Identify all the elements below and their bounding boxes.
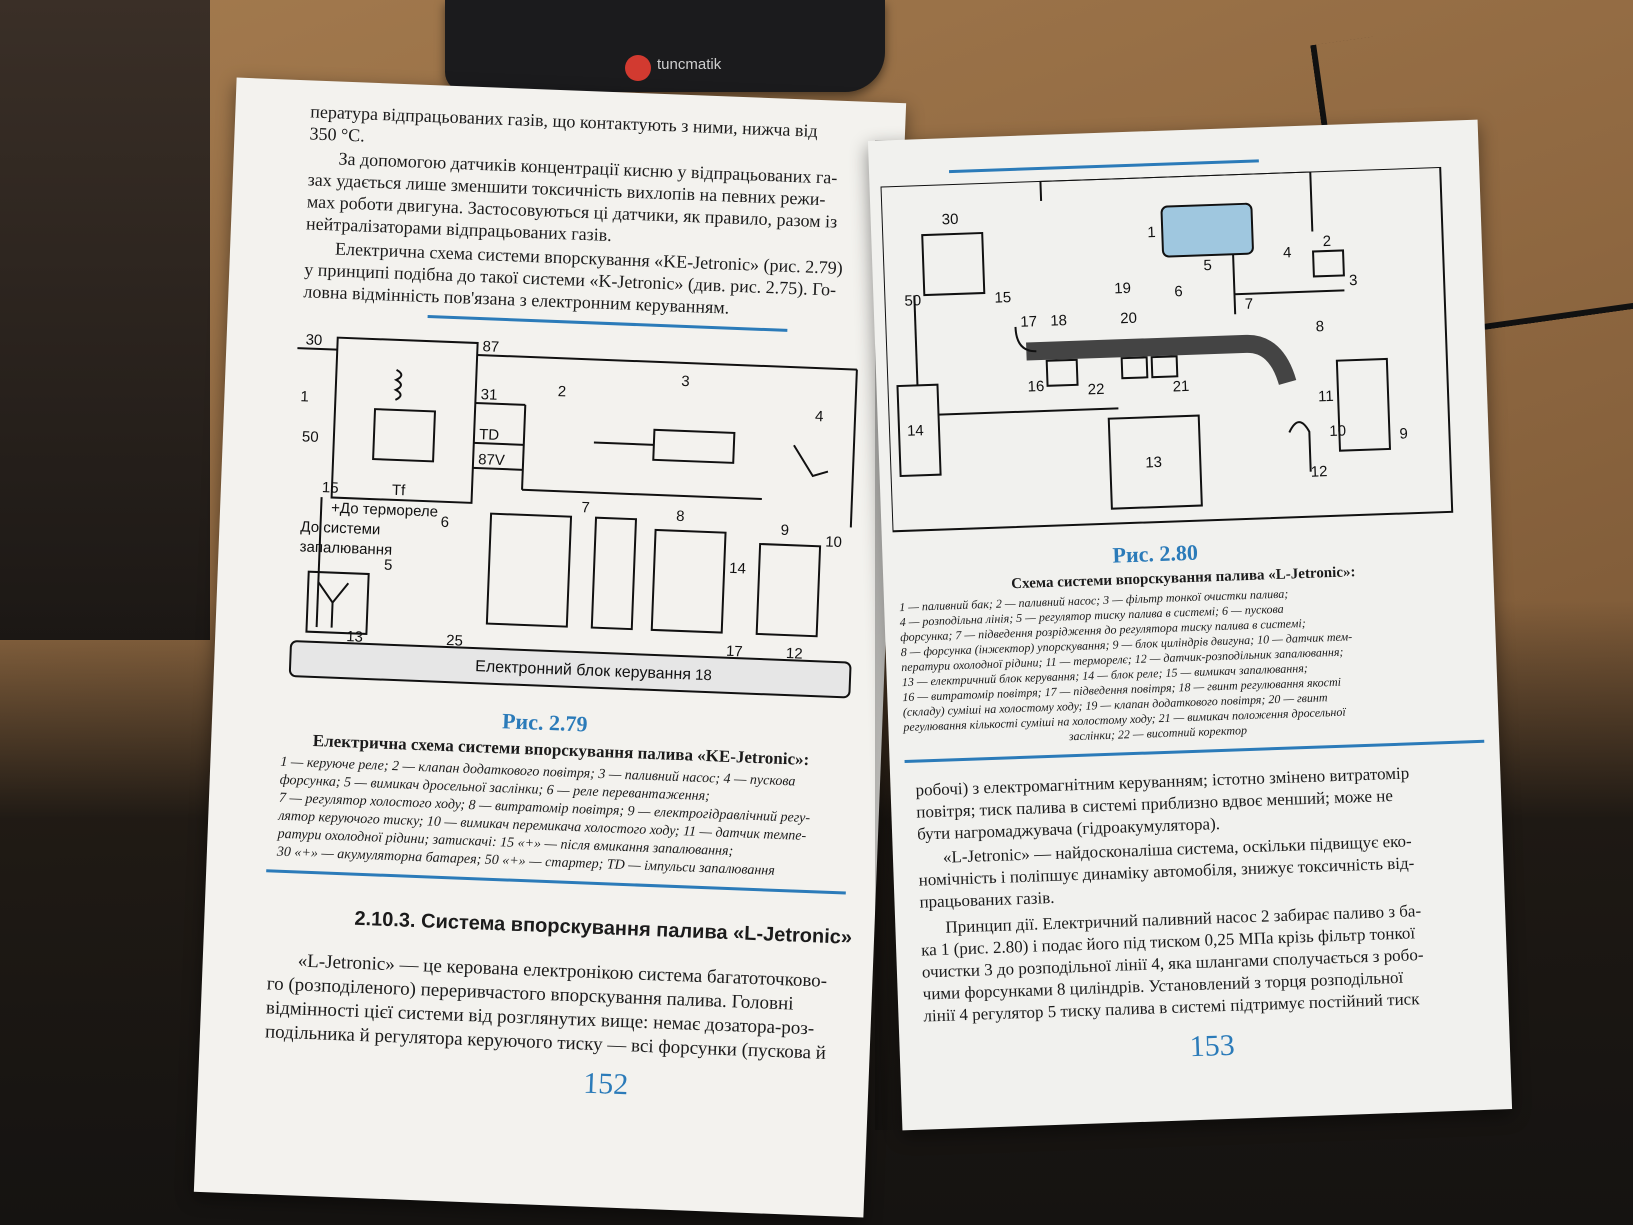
r-label-16: 16 [1027,378,1044,396]
label-12: 12 [786,645,803,663]
label-3: 3 [681,373,690,390]
r-label-15: 15 [994,289,1011,307]
right-page: 30 15 50 14 1 2 3 4 5 6 7 8 9 10 11 12 1… [867,119,1513,1131]
r-label-2: 2 [1322,233,1331,250]
divider-top [427,315,788,332]
r-label-14: 14 [907,422,924,440]
fuel-system-diagram-2-80: 30 15 50 14 1 2 3 4 5 6 7 8 9 10 11 12 1… [879,165,1454,533]
label-zapaliuvannia: запалювання [299,538,392,559]
label-30: 30 [305,331,322,349]
r-label-5: 5 [1203,257,1212,274]
r-label-13: 13 [1145,454,1162,472]
label-31: 31 [480,386,497,404]
page-number-right: 153 [1189,1028,1236,1064]
r-label-21: 21 [1172,378,1189,396]
label-do-termorele: +До термореле [331,500,438,521]
divider-top-right [948,159,1259,174]
r-label-10: 10 [1329,422,1346,440]
label-5: 5 [384,557,393,574]
divider-bottom-right [904,739,1485,764]
page-number-left: 152 [582,1066,629,1102]
label-14: 14 [729,560,746,578]
ups-device: tuncmatik [445,0,885,92]
label-10: 10 [825,533,842,551]
r-para2-line-3: працьованих газів. [919,887,1055,912]
label-18: 18 [695,667,712,685]
label-td: TD [479,426,500,444]
r-label-22: 22 [1087,381,1104,399]
label-8: 8 [676,508,685,525]
label-4: 4 [815,408,824,425]
intro-line-1: пература відпрацьованих газів, що контак… [310,101,818,141]
figure-number-right: Рис. 2.80 [1112,539,1199,568]
label-50: 50 [302,428,319,446]
r-label-12: 12 [1310,463,1327,481]
r-label-3: 3 [1349,272,1358,289]
label-87: 87 [482,338,499,356]
label-2: 2 [558,383,567,400]
r-label-20: 20 [1120,310,1137,328]
label-7: 7 [581,499,590,516]
r-label-7: 7 [1245,296,1254,313]
r-label-8: 8 [1315,318,1324,335]
r-label-19: 19 [1114,280,1131,298]
r-label-17: 17 [1020,313,1037,331]
dark-background [0,0,210,640]
label-15: 15 [322,479,339,497]
label-87v: 87V [478,451,505,469]
brand-label: tuncmatik [657,56,722,73]
r-label-1: 1 [1147,224,1156,241]
label-do-systemy: До системи [300,518,381,538]
intro-line-2: 350 °С. [309,123,366,146]
label-9: 9 [780,522,789,539]
figure-number: Рис. 2.79 [501,708,588,737]
r-label-11: 11 [1318,388,1334,406]
r-label-9: 9 [1399,425,1408,442]
label-6: 6 [440,514,449,531]
r-label-6: 6 [1174,283,1183,300]
label-25: 25 [446,632,463,650]
r-label-30: 30 [941,211,958,229]
wiring-diagram-2-79: 30 50 87 31 TD 87V 15 Tf +До термореле Д… [288,331,858,699]
r-label-4: 4 [1283,244,1292,261]
label-tf: Tf [392,482,407,500]
r-label-50: 50 [904,292,921,310]
label-17: 17 [726,643,743,661]
label-13: 13 [346,628,363,646]
section-heading: 2.10.3. Система впорскування палива «L-J… [354,907,853,949]
left-page: пература відпрацьованих газів, що контак… [193,77,907,1218]
r-label-18: 18 [1050,312,1067,330]
brand-logo-icon [625,55,651,81]
label-1: 1 [300,388,309,405]
